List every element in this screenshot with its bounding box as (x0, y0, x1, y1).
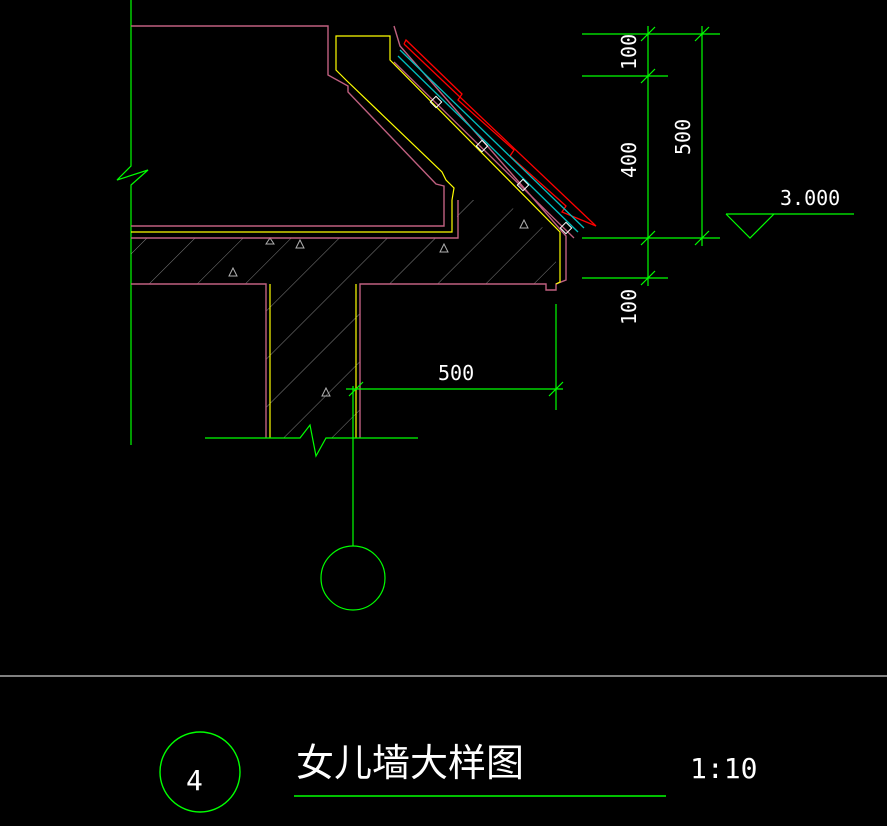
elevation-mark (725, 213, 854, 239)
aggregate-marks (228, 218, 529, 397)
dim-top-100: 100 (617, 34, 641, 70)
dim-bottom-100: 100 (617, 289, 641, 325)
dim-middle-400: 400 (617, 142, 641, 178)
dim-total-500: 500 (671, 119, 695, 155)
elevation-label: 3.000 (780, 186, 840, 210)
bottom-break-line (205, 423, 418, 458)
dim-overhang-500: 500 (438, 361, 474, 385)
left-wall-line (116, 0, 149, 445)
section-marker (320, 386, 386, 611)
concrete-section (131, 200, 556, 438)
sloped-tiles (393, 38, 597, 239)
horizontal-dimension (346, 304, 564, 410)
drawing-title: 女儿墙大样图 (296, 741, 524, 785)
drawing-scale: 1:10 (690, 752, 757, 785)
detail-number-circle (159, 731, 241, 813)
inner-finish-line (131, 35, 561, 438)
vertical-dimensions (582, 26, 720, 286)
detail-number: 4 (186, 764, 203, 797)
